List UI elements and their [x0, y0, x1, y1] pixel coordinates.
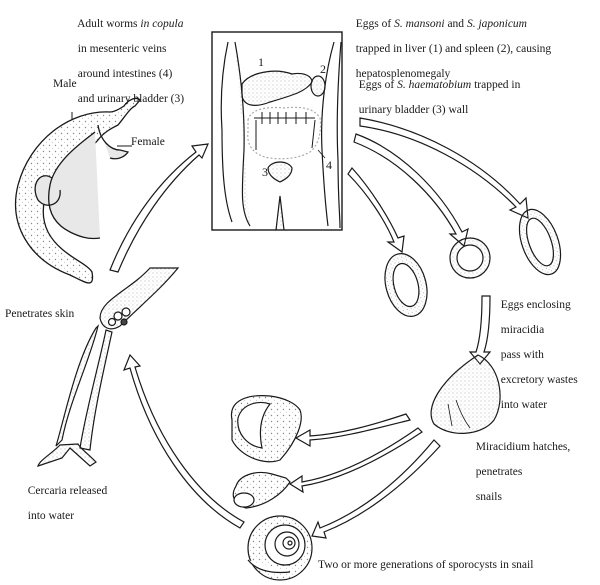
- adult-worms-line4: and urinary bladder (3): [77, 92, 185, 105]
- mesenteric-veins: [254, 112, 316, 150]
- label-male: Male: [53, 78, 77, 90]
- text: miracidia: [500, 323, 545, 336]
- organ-number-spleen: 2: [320, 62, 326, 76]
- text: hepatosplenomegaly: [355, 67, 451, 80]
- label-miracidium-hatches: Miracidium hatches, penetrates snails: [470, 428, 571, 503]
- cercaria-drawing: [37, 267, 180, 467]
- spleen: [310, 75, 326, 97]
- in-copula-italic: in copula: [140, 17, 184, 30]
- intestines: [247, 106, 322, 160]
- miracidium-drawing: [430, 354, 501, 434]
- arrow-eggs-to-water: [468, 295, 492, 365]
- bladder: [267, 161, 293, 183]
- organ-number-bladder: 3: [262, 165, 268, 179]
- cycle-arrows: [109, 117, 529, 539]
- adult-worms-line2: in mesenteric veins: [77, 42, 167, 55]
- text: Eggs of: [355, 17, 395, 30]
- text: Cercaria released: [27, 484, 108, 497]
- text: snails: [475, 490, 502, 503]
- arrow-miracidium-to-snail2: [288, 427, 423, 494]
- label-eggs-haematobium: Eggs of S. haematobium trapped in urinar…: [353, 66, 521, 116]
- eggs: [384, 208, 562, 317]
- label-penetrates-skin: Penetrates skin: [5, 308, 75, 320]
- text: Eggs enclosing: [500, 298, 571, 311]
- text: penetrates: [475, 465, 523, 478]
- text: into water: [500, 398, 548, 411]
- adult-worms-line3: around intestines (4): [77, 67, 173, 80]
- arrow-body-to-egg-far: [359, 117, 529, 219]
- arrow-miracidium-to-snail3: [311, 439, 441, 539]
- arrow-snail-to-cercaria: [122, 353, 245, 529]
- label-cercaria-released: Cercaria released into water: [22, 472, 107, 522]
- arrow-adult-to-body: [109, 143, 209, 273]
- label-eggs-enclosing-miracidia: Eggs enclosing miracidia pass with excre…: [495, 286, 578, 411]
- liver: [241, 70, 313, 106]
- species-mansoni: S. mansoni: [394, 17, 445, 30]
- text: excretory wastes: [500, 373, 578, 386]
- text: Miracidium hatches,: [475, 440, 571, 453]
- text: Eggs of: [358, 78, 398, 91]
- species-japonicum: S. japonicum: [466, 17, 527, 30]
- text: urinary bladder (3) wall: [358, 103, 469, 116]
- snail-3: [247, 515, 313, 581]
- organ-number-liver: 1: [258, 55, 264, 69]
- label-female: Female: [131, 136, 165, 148]
- organ-number-intestine-veins: 4: [326, 158, 332, 172]
- label-sporocysts: Two or more generations of sporocysts in…: [318, 559, 534, 571]
- arrow-body-to-egg-near: [347, 167, 405, 254]
- label-eggs-mansoni-japonicum: Eggs of S. mansoni and S. japonicum trap…: [350, 5, 551, 80]
- species-haematobium: S. haematobium: [397, 78, 472, 91]
- text: into water: [27, 509, 75, 522]
- adult-worms-drawing: [14, 97, 141, 284]
- label-adult-worms: Adult worms in copula in mesenteric vein…: [72, 5, 184, 105]
- text: and: [444, 17, 467, 30]
- text: pass with: [500, 348, 544, 361]
- text: trapped in liver (1) and spleen (2), cau…: [355, 42, 552, 55]
- female-worm: [34, 124, 130, 240]
- arrow-miracidium-to-snail1: [294, 413, 411, 448]
- snails: [230, 395, 313, 581]
- human-body-panel: [211, 31, 343, 231]
- text: trapped in: [471, 78, 521, 91]
- adult-worms-line1: Adult worms: [77, 17, 141, 30]
